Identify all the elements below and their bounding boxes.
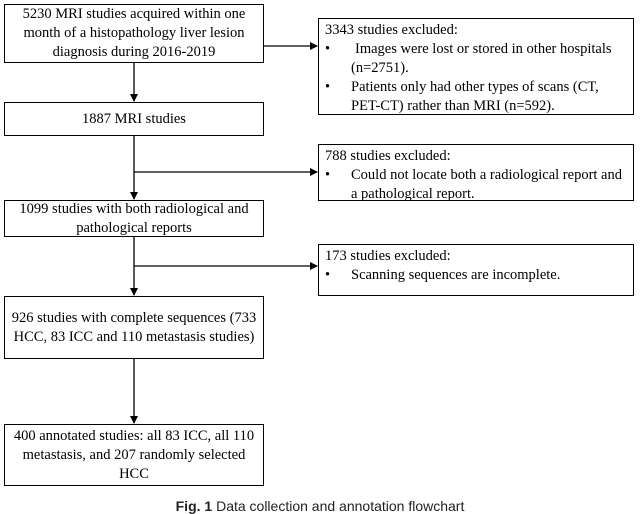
bullet-icon: • [325,167,331,183]
exclusion-item-text: Scanning sequences are incomplete. [351,267,561,283]
exclusion-list: • Images were lost or stored in other hos… [325,40,627,116]
exclusion-item: • Scanning sequences are incomplete. [325,266,627,285]
flow-box-annotated-studies: 400 annotated studies: all 83 ICC, all 1… [4,424,264,486]
figure-caption-text: Data collection and annotation flowchart [216,498,465,514]
exclusion-item-text: Could not locate both a radiological rep… [351,167,622,202]
exclusion-item: • Could not locate both a radiological re… [325,166,627,204]
flow-box-text: 1887 MRI studies [82,110,186,127]
bullet-icon: • [325,267,331,283]
flow-box-text: 5230 MRI studies acquired within one mon… [22,6,246,60]
figure-label: Fig. 1 [175,498,213,514]
exclusion-box-2: 788 studies excluded: • Could not locate … [318,144,634,204]
exclusion-heading: 173 studies excluded: [325,248,451,264]
bullet-icon: • [325,79,331,95]
exclusion-list: • Scanning sequences are incomplete. [325,266,627,285]
flow-box-complete-sequences: 926 studies with complete sequences (733… [4,296,264,359]
flow-box-initial-studies: 5230 MRI studies acquired within one mon… [4,4,264,63]
exclusion-item: • Images were lost or stored in other hos… [325,40,627,78]
flow-box-text: 400 annotated studies: all 83 ICC, all 1… [13,427,255,482]
exclusion-heading: 788 studies excluded: [325,148,451,164]
flow-box-mri-studies: 1887 MRI studies [4,102,264,136]
exclusion-box-3: 173 studies excluded: • Scanning sequence… [318,244,634,296]
exclusion-box-1: 3343 studies excluded: • Images were lost… [318,18,634,115]
flow-box-reports: 1099 studies with both radiological and … [4,200,264,237]
figure-caption: Fig. 1 Data collection and annotation fl… [0,498,640,514]
flow-box-text: 1099 studies with both radiological and … [19,200,249,236]
exclusion-item-text: Images were lost or stored in other hosp… [351,41,612,76]
flow-box-text: 926 studies with complete sequences (733… [11,309,257,345]
exclusion-heading: 3343 studies excluded: [325,22,458,38]
exclusion-list: • Could not locate both a radiological re… [325,166,627,204]
bullet-icon: • [325,41,331,57]
exclusion-item: • Patients only had other types of scans … [325,78,627,116]
exclusion-item-text: Patients only had other types of scans (… [351,79,599,114]
